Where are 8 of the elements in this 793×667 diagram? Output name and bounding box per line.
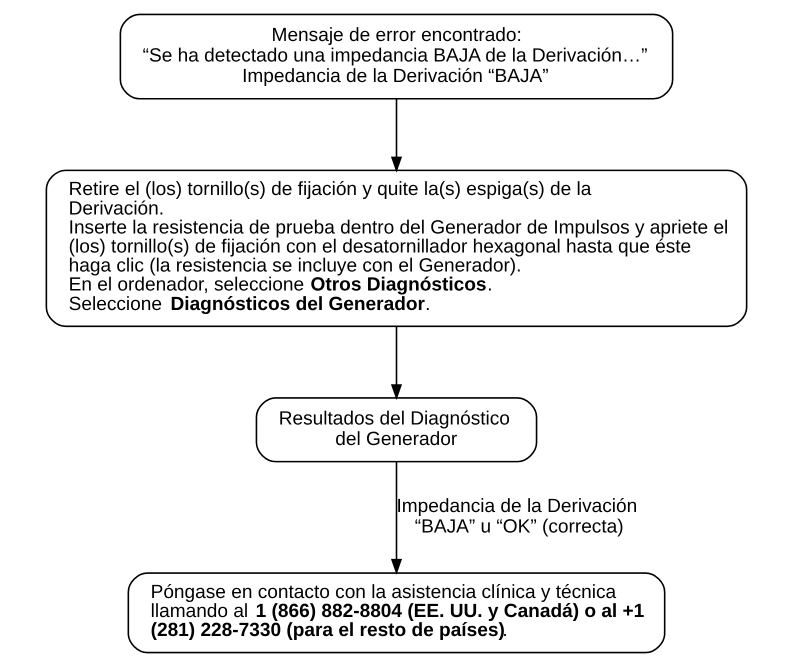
arrow <box>390 99 402 173</box>
node-box: Retire el (los) tornillo(s) de fijación y quite la(s) espiga(s) de la Derivación. Inserte la resistencia de prueba dentro del Generador de Impulsos y apriete el (los) tornillo(s) de fijación con el desatornillador hexagonal hasta que éste haga clic (la resistencia se incluye con el Generador). En el ordenador, seleccione Otros Diagnósticos. Seleccione Diagnósticos del Generador. <box>46 170 748 328</box>
node-box: Mensaje de error encontrado: “Se ha detectado una impedancia BAJA de la Derivación…” Impedancia de la Derivación “BAJA” <box>120 14 674 100</box>
arrow <box>390 462 402 575</box>
node-box: Resultados del Diagnóstico del Generador <box>256 397 538 462</box>
arrow <box>390 326 402 400</box>
edge-label: Impedancia de la Derivación “BAJA” u “OK” (correcta) <box>396 496 638 538</box>
node-box: Póngase en contacto con la asistencia clínica y técnica llamando al 1 (866) 882-8804 (EE. UU. y Canadá) o al +1 (281) 228-7330 (para el resto de países). <box>128 572 666 654</box>
